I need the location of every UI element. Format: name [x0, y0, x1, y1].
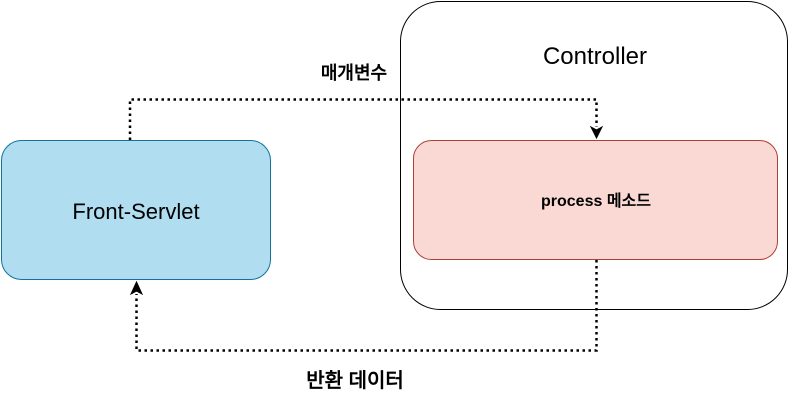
- process-method-label: process 메소드: [541, 192, 651, 210]
- params-arrowhead: [589, 125, 604, 140]
- return-arrowhead: [129, 280, 144, 296]
- params-edge: [128, 98, 598, 140]
- front-servlet-label: Front-Servlet: [72, 199, 199, 224]
- front-servlet-node: [1, 140, 271, 280]
- params-edge-label: 매개변수: [321, 63, 387, 83]
- return-edge: [135, 260, 598, 352]
- controller-label: Controller: [543, 43, 647, 70]
- return-edge-label: 반환 데이터: [306, 369, 404, 392]
- process-method-node: [413, 140, 778, 260]
